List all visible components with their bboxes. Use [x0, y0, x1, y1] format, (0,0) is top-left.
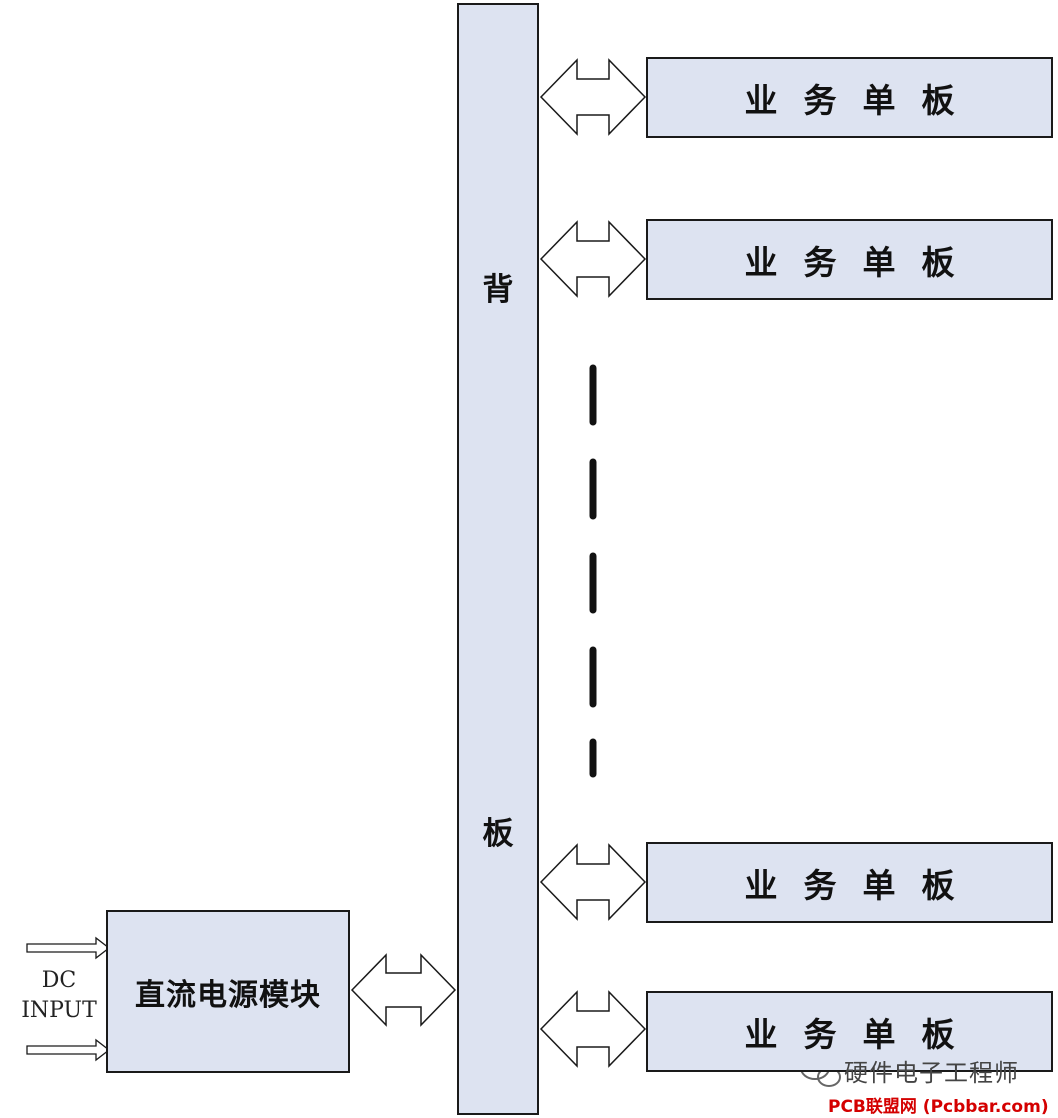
service-card-1: 业务单板 [646, 57, 1053, 138]
dc-input-line-1: DC [41, 968, 77, 993]
dc-power-module: 直流电源模块 [106, 910, 350, 1073]
bus-arrow-card-2 [539, 220, 647, 298]
watermark-site: PCB联盟网 (Pcbbar.com) [828, 1097, 1049, 1117]
service-card-3: 业务单板 [646, 842, 1053, 923]
backplane-label-top: 背 [482, 272, 514, 308]
service-card-label: 业务单板 [744, 865, 981, 905]
dc-input-arrow-top [26, 936, 111, 960]
bus-arrow-card-3 [539, 843, 647, 921]
service-card-label: 业务单板 [744, 1014, 981, 1054]
watermark-account: 硬件电子工程师 [844, 1059, 1019, 1087]
dc-input-label: DC INPUT [10, 966, 108, 1026]
service-card-2: 业务单板 [646, 219, 1053, 300]
dc-input-arrow-bottom [26, 1038, 111, 1062]
service-card-label: 业务单板 [744, 80, 981, 120]
service-card-label: 业务单板 [744, 242, 981, 282]
backplane-label-bottom: 板 [482, 816, 514, 852]
backplane [457, 3, 539, 1115]
bus-arrow-power [350, 953, 457, 1027]
dc-power-module-label: 直流电源模块 [135, 977, 321, 1013]
dc-input-line-2: INPUT [21, 998, 97, 1023]
service-card-4: 业务单板 [646, 991, 1053, 1072]
bus-arrow-card-1 [539, 58, 647, 136]
bus-arrow-card-4 [539, 990, 647, 1068]
